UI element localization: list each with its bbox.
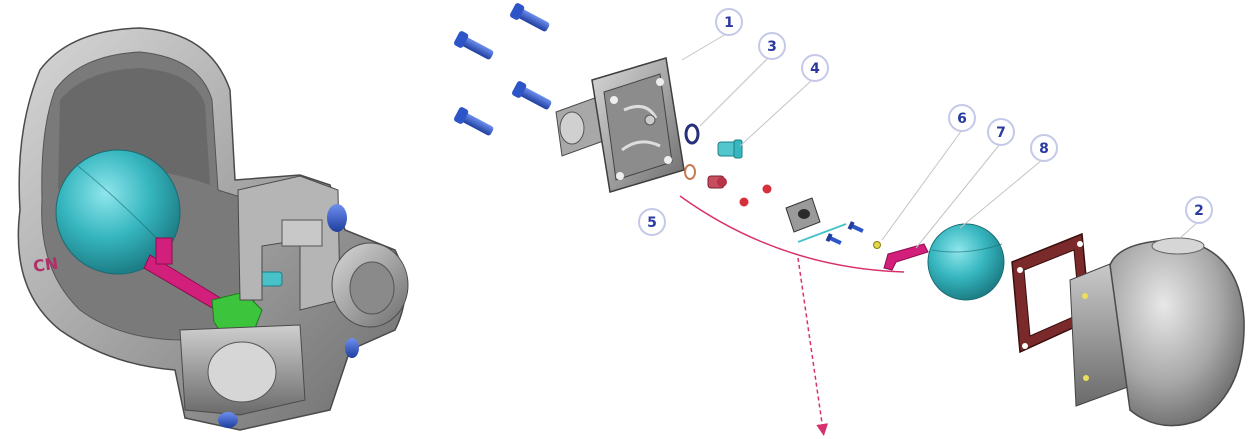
bolt-set <box>454 3 552 136</box>
callout-1: 1 <box>715 8 743 36</box>
o-ring-copper <box>684 164 696 180</box>
callout-7: 7 <box>987 118 1015 146</box>
cover-plate <box>555 57 685 193</box>
valve-seat <box>717 139 743 159</box>
outlet-bore <box>349 261 395 315</box>
trap-body <box>1069 237 1245 427</box>
steam-trap-cutaway: CN <box>17 27 409 431</box>
cover-slot <box>281 219 323 247</box>
o-ring-dark <box>684 123 700 145</box>
callout-2: 2 <box>1185 196 1213 224</box>
callout-label: 1 <box>724 15 734 31</box>
red-bead-1 <box>739 197 749 207</box>
valve-clip <box>785 197 821 233</box>
float-ball-assembled <box>55 149 181 275</box>
plug-red <box>707 175 727 189</box>
gasket <box>1011 232 1091 354</box>
bolt-head-1 <box>327 204 347 232</box>
screw-small-2 <box>825 233 842 245</box>
callout-4: 4 <box>801 54 829 82</box>
bolt-head-3 <box>218 412 238 428</box>
callout-3: 3 <box>758 32 786 60</box>
lever-bracket <box>155 237 173 265</box>
cover-section <box>237 175 341 311</box>
callout-label: 3 <box>767 39 777 55</box>
pin-rod <box>797 223 847 243</box>
callout-5: 5 <box>638 208 666 236</box>
leader-lines <box>681 33 1199 249</box>
flow-curve <box>679 195 905 273</box>
direction-arrow <box>797 257 829 436</box>
bolt-icon <box>512 81 552 110</box>
callout-label: 7 <box>996 125 1006 141</box>
callout-8: 8 <box>1030 134 1058 162</box>
callout-6: 6 <box>948 104 976 132</box>
small-parts <box>684 123 929 271</box>
yellow-bead <box>873 241 881 249</box>
callout-label: 5 <box>647 215 657 231</box>
callout-label: 8 <box>1039 141 1049 157</box>
callout-label: 4 <box>810 61 820 77</box>
float-ball <box>927 223 1005 301</box>
bolt-icon <box>510 3 550 32</box>
red-bead-2 <box>762 184 772 194</box>
callout-label: 6 <box>957 111 967 127</box>
bolt-head-2 <box>345 338 359 358</box>
screw-small-1 <box>847 221 864 233</box>
float-lever <box>883 243 929 271</box>
body-marking: CN <box>32 254 60 276</box>
callout-label: 2 <box>1194 203 1204 219</box>
inlet-bore <box>207 341 277 403</box>
bolt-icon <box>454 31 494 60</box>
bolt-icon <box>454 107 494 136</box>
